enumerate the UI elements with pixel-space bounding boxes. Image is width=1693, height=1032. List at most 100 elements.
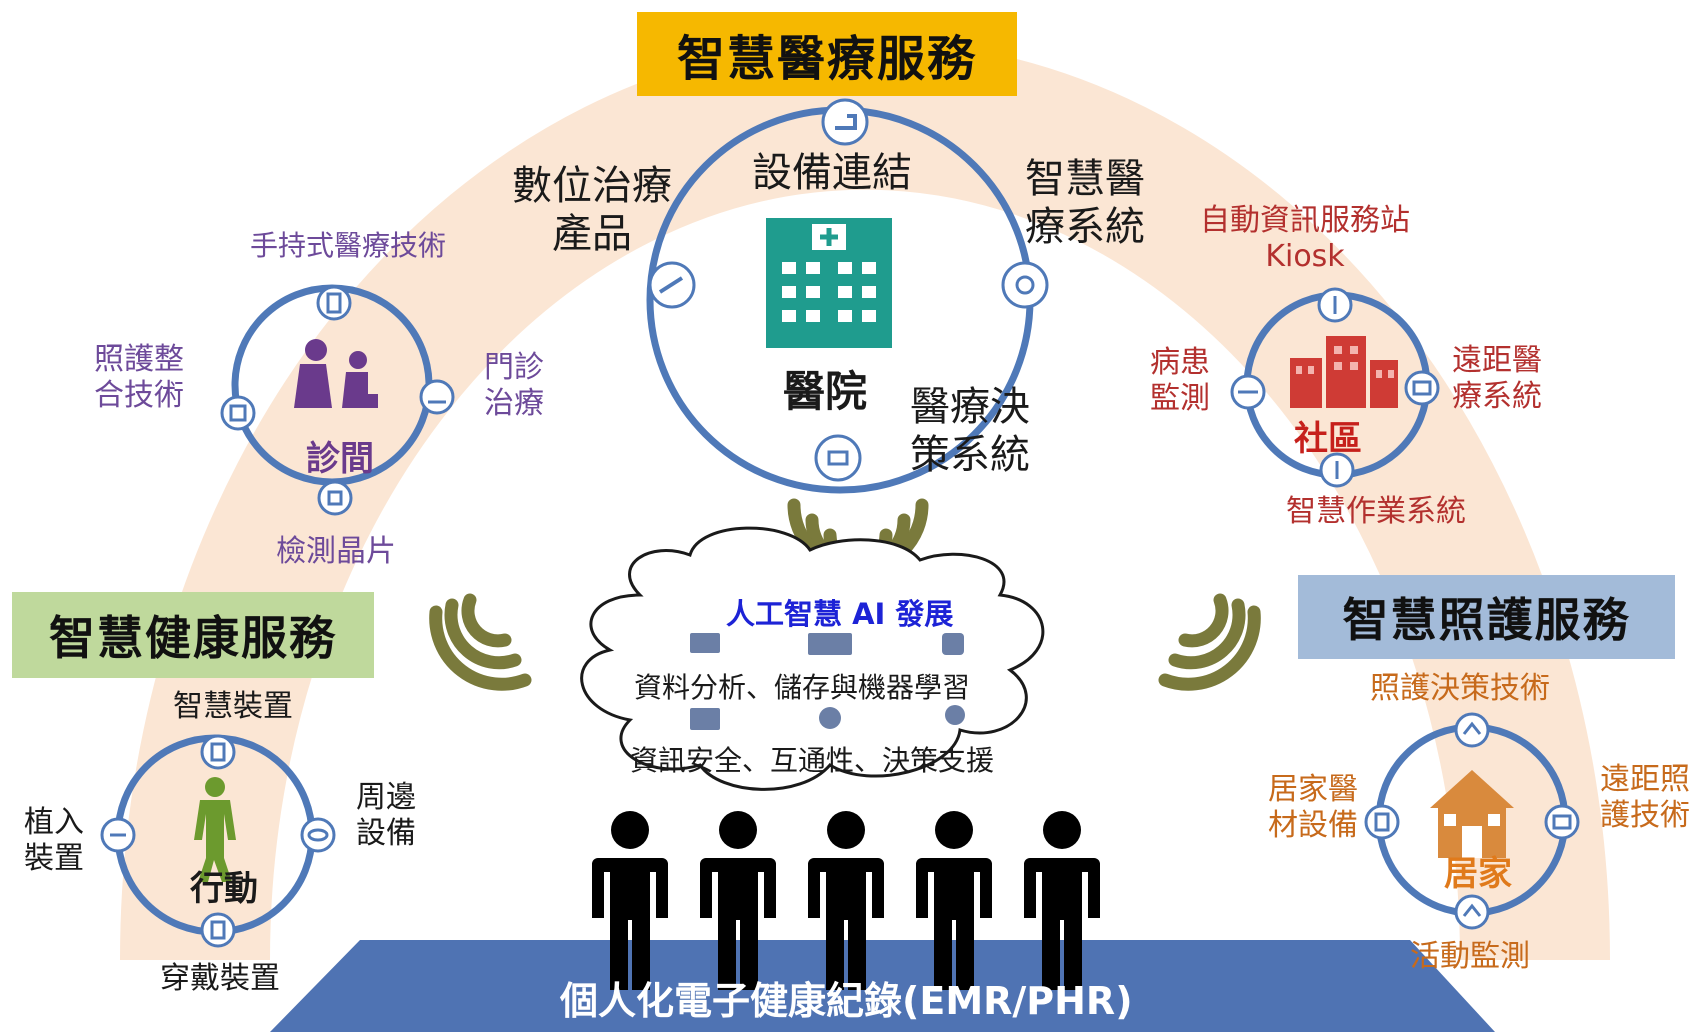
operation-system-icon (1319, 452, 1355, 488)
analytics-icon (690, 633, 720, 653)
monitor-icon (690, 708, 720, 730)
clinic-right-label: 門診 治療 (484, 350, 544, 422)
smart-device-icon (200, 734, 236, 770)
wifi-signal-right (1158, 593, 1261, 691)
kiosk-icon (1317, 287, 1353, 323)
clinic-consult-icon (294, 339, 378, 408)
cloud-title: 人工智慧 AI 發展 (726, 597, 954, 631)
chip-icon (317, 480, 353, 516)
base-label: 個人化電子健康紀錄(EMR/PHR) (560, 979, 1133, 1023)
community-center-label: 社區 (1294, 419, 1362, 459)
person-icon (700, 811, 776, 990)
gears-icon (819, 707, 841, 729)
hospital-right-label: 智慧醫 療系統 (1025, 155, 1145, 251)
hospital-building-icon (766, 218, 892, 348)
handheld-icon (316, 285, 352, 321)
home-right-line1: 遠距照 (1600, 762, 1690, 797)
storage-icon (808, 633, 852, 655)
home-top-label: 照護決策技術 (1370, 671, 1550, 706)
integration-icon (220, 395, 256, 431)
decision-icon (814, 434, 862, 482)
base-platform (270, 940, 1495, 1032)
implant-icon (100, 817, 136, 853)
hospital-right-line1: 智慧醫 (1025, 156, 1145, 202)
clinic-top-label: 手持式醫療技術 (250, 229, 447, 262)
activity-monitor-icon (1454, 894, 1490, 930)
mobile-center-label: 行動 (190, 869, 258, 909)
community-bottom-label: 智慧作業系統 (1286, 494, 1466, 529)
banner-smart-health: 智慧健康服務 (12, 592, 374, 678)
mobile-bottom-label: 穿戴裝置 (160, 961, 280, 996)
banner-smart-care: 智慧照護服務 (1298, 575, 1675, 659)
cloud-line2: 資訊安全、互通性、決策支援 (630, 744, 995, 777)
community-right-line1: 遠距醫 (1452, 343, 1542, 378)
telemedicine-icon (1404, 370, 1440, 406)
hospital-left-line1: 數位治療 (512, 163, 672, 209)
community-top-line2: Kiosk (1265, 239, 1345, 274)
home-equipment-icon (1364, 804, 1400, 840)
mobile-left-line2: 裝置 (24, 841, 84, 876)
home-bottom-label: 活動監測 (1410, 939, 1530, 974)
mobile-right-line1: 周邊 (356, 780, 416, 815)
community-left-line2: 監測 (1150, 381, 1210, 416)
banner-smart-medical-label: 智慧醫療服務 (676, 31, 977, 87)
person-icon (916, 811, 992, 990)
hospital-right-line2: 療系統 (1025, 204, 1145, 250)
community-building-icon (1290, 336, 1398, 408)
outpatient-icon (419, 379, 455, 415)
cloud-icons (690, 633, 965, 730)
mobile-right-label: 周邊 設備 (356, 780, 416, 852)
peripheral-icon (300, 817, 336, 853)
wifi-signal-left (429, 593, 532, 691)
person-icon (808, 811, 884, 990)
hospital-left-line2: 產品 (552, 211, 632, 257)
people-group (592, 811, 1100, 990)
walking-person-icon (194, 777, 236, 882)
home-left-line1: 居家醫 (1268, 772, 1358, 807)
bulb-icon (945, 705, 965, 725)
mobile-left-line1: 植入 (24, 805, 84, 840)
clinic-right-line2: 治療 (484, 386, 544, 421)
hospital-bottom-line2: 策系統 (910, 432, 1030, 478)
home-center-label: 居家 (1444, 854, 1512, 894)
hospital-center-label: 醫院 (783, 367, 868, 416)
person-icon (1024, 811, 1100, 990)
person-icon (592, 811, 668, 990)
chip-icon (942, 633, 964, 655)
clinic-left-line2: 合技術 (94, 378, 184, 413)
hospital-bottom-line1: 醫療決 (910, 384, 1030, 430)
clinic-right-line1: 門診 (484, 350, 544, 385)
community-right-label: 遠距醫 療系統 (1452, 343, 1542, 415)
clinic-left-label: 照護整 合技術 (94, 342, 184, 414)
community-right-line2: 療系統 (1452, 379, 1542, 414)
hospital-top-label: 設備連結 (752, 150, 912, 196)
community-left-label: 病患 監測 (1150, 345, 1210, 417)
community-left-line1: 病患 (1150, 345, 1210, 380)
clinic-bottom-label: 檢測晶片 (276, 534, 396, 569)
banner-smart-health-label: 智慧健康服務 (49, 611, 337, 665)
mobile-right-line2: 設備 (356, 816, 416, 851)
home-right-label: 遠距照 護技術 (1600, 762, 1690, 834)
home-right-line2: 護技術 (1600, 798, 1690, 833)
clinic-center-label: 診間 (306, 439, 374, 479)
cloud-line1: 資料分析、儲存與機器學習 (634, 671, 971, 704)
banner-smart-care-label: 智慧照護服務 (1342, 593, 1631, 647)
mobile-top-label: 智慧裝置 (173, 689, 293, 724)
hospital-bottom-label: 醫療決 策系統 (910, 383, 1030, 479)
home-left-line2: 材設備 (1268, 808, 1358, 843)
remote-care-icon (1544, 804, 1580, 840)
mobile-left-label: 植入 裝置 (24, 805, 84, 877)
hospital-left-label: 數位治療 產品 (512, 162, 672, 258)
community-top-line1: 自動資訊服務站 (1200, 203, 1410, 238)
wearable-icon (200, 912, 236, 948)
banner-smart-medical: 智慧醫療服務 (637, 12, 1017, 96)
care-decision-icon (1454, 712, 1490, 748)
community-top-label: 自動資訊服務站 Kiosk (1200, 203, 1410, 275)
ring-badges (100, 98, 1580, 948)
smart-system-icon (1001, 261, 1049, 309)
therapy-icon (648, 261, 696, 309)
home-left-label: 居家醫 材設備 (1268, 772, 1358, 844)
house-icon (1430, 770, 1514, 858)
equipment-icon (821, 98, 869, 146)
